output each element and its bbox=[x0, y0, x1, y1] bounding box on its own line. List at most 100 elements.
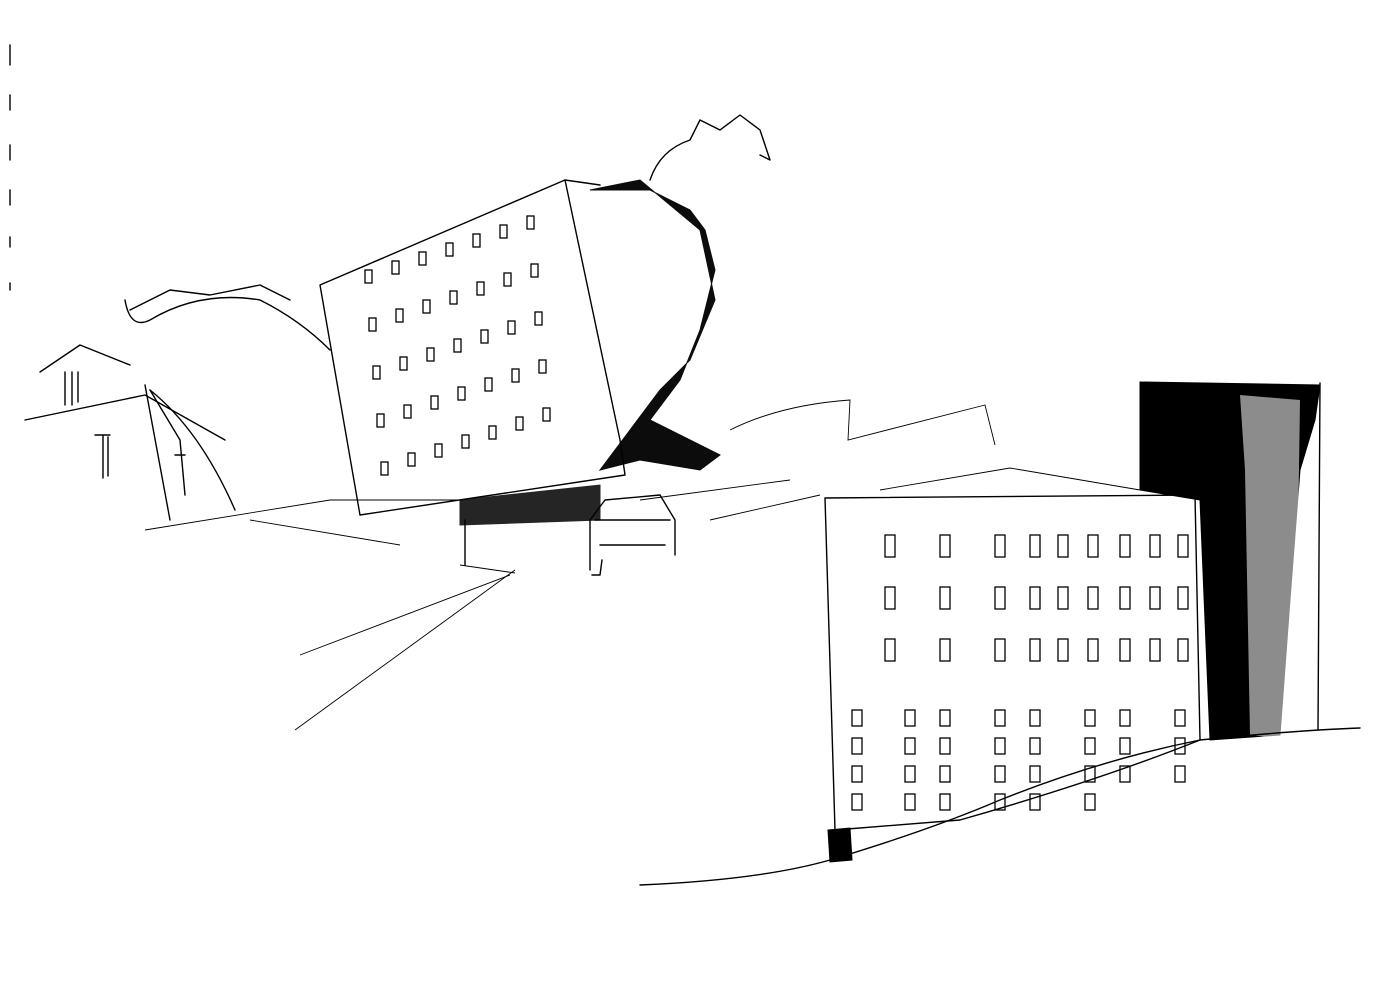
window bbox=[851, 709, 863, 727]
window bbox=[1084, 765, 1096, 783]
window bbox=[368, 317, 377, 332]
window bbox=[1119, 765, 1131, 783]
window bbox=[904, 737, 916, 755]
ground-line bbox=[639, 727, 1361, 886]
window bbox=[1177, 638, 1189, 662]
window bbox=[480, 329, 489, 344]
window bbox=[1029, 709, 1041, 727]
window bbox=[904, 765, 916, 783]
window bbox=[939, 709, 951, 727]
window bbox=[434, 443, 443, 458]
window bbox=[939, 765, 951, 783]
window bbox=[1029, 793, 1041, 811]
window bbox=[1177, 534, 1189, 558]
window bbox=[851, 793, 863, 811]
right-building bbox=[824, 494, 1201, 863]
window bbox=[503, 272, 512, 287]
window bbox=[380, 461, 389, 476]
window bbox=[904, 793, 916, 811]
window bbox=[407, 452, 416, 467]
window bbox=[1029, 737, 1041, 755]
window bbox=[1029, 586, 1041, 610]
window bbox=[994, 638, 1006, 662]
window bbox=[1119, 534, 1131, 558]
window bbox=[994, 709, 1006, 727]
window bbox=[372, 365, 381, 380]
window bbox=[399, 356, 408, 371]
window bbox=[851, 765, 863, 783]
window bbox=[1084, 709, 1096, 727]
window bbox=[391, 260, 400, 275]
window bbox=[1119, 709, 1131, 727]
window bbox=[426, 347, 435, 362]
window bbox=[403, 404, 412, 419]
window bbox=[418, 251, 427, 266]
window bbox=[484, 377, 493, 392]
window bbox=[851, 737, 863, 755]
window bbox=[515, 416, 524, 431]
window bbox=[994, 534, 1006, 558]
window bbox=[538, 359, 547, 374]
car-sketch bbox=[589, 494, 676, 576]
window bbox=[445, 242, 454, 257]
window bbox=[430, 395, 439, 410]
window bbox=[1177, 586, 1189, 610]
window bbox=[1087, 586, 1099, 610]
window bbox=[507, 320, 516, 335]
window bbox=[1119, 638, 1131, 662]
window bbox=[884, 638, 896, 662]
window bbox=[364, 269, 373, 284]
window bbox=[1084, 737, 1096, 755]
window bbox=[1149, 586, 1161, 610]
window bbox=[461, 434, 470, 449]
window bbox=[534, 311, 543, 326]
window bbox=[488, 425, 497, 440]
window bbox=[939, 793, 951, 811]
right-building-windows bbox=[851, 534, 1189, 811]
window bbox=[526, 215, 535, 230]
window bbox=[422, 299, 431, 314]
window bbox=[499, 224, 508, 239]
window bbox=[939, 638, 951, 662]
window bbox=[476, 281, 485, 296]
window bbox=[472, 233, 481, 248]
window bbox=[904, 709, 916, 727]
left-building-windows bbox=[364, 215, 551, 476]
window bbox=[530, 263, 539, 278]
dark-tower bbox=[1139, 381, 1321, 741]
window bbox=[939, 586, 951, 610]
window bbox=[376, 413, 385, 428]
window bbox=[1057, 534, 1069, 558]
window bbox=[939, 737, 951, 755]
window bbox=[1087, 638, 1099, 662]
window bbox=[1029, 765, 1041, 783]
window bbox=[449, 290, 458, 305]
window bbox=[1029, 534, 1041, 558]
road-lines bbox=[144, 399, 1141, 731]
window bbox=[1174, 765, 1186, 783]
tree-scribble-right bbox=[589, 179, 721, 471]
window bbox=[453, 338, 462, 353]
window bbox=[542, 407, 551, 422]
window bbox=[994, 737, 1006, 755]
window bbox=[511, 368, 520, 383]
window bbox=[1029, 638, 1041, 662]
left-houses bbox=[24, 344, 236, 521]
window bbox=[884, 586, 896, 610]
window bbox=[395, 308, 404, 323]
window bbox=[1174, 709, 1186, 727]
window bbox=[1149, 534, 1161, 558]
window bbox=[1057, 586, 1069, 610]
window bbox=[1087, 534, 1099, 558]
window bbox=[884, 534, 896, 558]
window bbox=[1149, 638, 1161, 662]
window bbox=[994, 765, 1006, 783]
left-building bbox=[124, 114, 771, 566]
window bbox=[457, 386, 466, 401]
window bbox=[1057, 638, 1069, 662]
window bbox=[1119, 586, 1131, 610]
window bbox=[1084, 793, 1096, 811]
window bbox=[939, 534, 951, 558]
